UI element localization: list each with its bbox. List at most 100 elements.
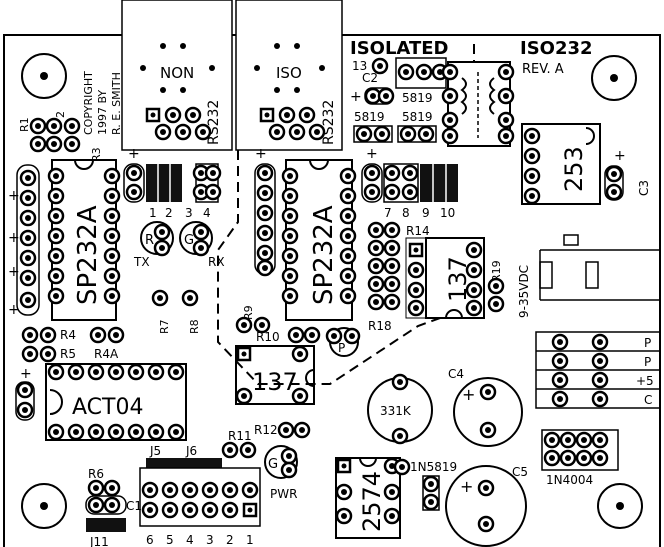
svg-text:+: + (614, 148, 626, 164)
svg-text:R: R (145, 233, 154, 248)
diode-1n4004: 1N4004 (541, 429, 619, 487)
capacitor-c4: C4 + (448, 367, 523, 447)
isolation-transformer (441, 61, 515, 147)
svg-text:RX: RX (208, 255, 225, 269)
iso232-title: ISO232 (520, 38, 593, 59)
svg-text:6: 6 (146, 533, 154, 547)
tx-led: R TX (133, 221, 174, 269)
mounting-hole-top-right (591, 55, 637, 101)
svg-text:P: P (644, 336, 651, 350)
svg-text:G: G (268, 457, 278, 472)
svg-text:P: P (644, 355, 651, 369)
r2-label: 2 (54, 111, 67, 118)
svg-text:4: 4 (186, 533, 194, 547)
svg-text:+: + (128, 146, 140, 162)
svg-text:5819: 5819 (402, 91, 433, 105)
svg-text:1N5819: 1N5819 (410, 460, 457, 474)
svg-text:G: G (184, 233, 194, 248)
svg-text:C: C (644, 393, 652, 407)
sp232a-chip-2: + SP232A (254, 146, 357, 321)
svg-text:SP232A: SP232A (309, 205, 339, 305)
opto-137-horizontal: 137 (235, 345, 315, 405)
svg-text:1: 1 (149, 206, 157, 220)
header-1-4: + 1 2 3 4 (123, 146, 222, 220)
svg-text:C5: C5 (512, 465, 528, 479)
r1-label: R1 (18, 117, 31, 132)
mounting-hole-bottom-right (597, 483, 643, 529)
svg-text:C4: C4 (448, 367, 464, 381)
svg-text:331K: 331K (380, 404, 412, 418)
svg-text:+: + (8, 188, 20, 204)
non-label: NON (160, 64, 194, 82)
svg-text:10: 10 (440, 206, 455, 220)
r3-label: R3 (90, 147, 103, 162)
svg-text:+: + (462, 385, 475, 404)
svg-text:P: P (338, 341, 345, 355)
svg-text:TX: TX (133, 255, 150, 269)
iso-label: ISO (276, 64, 302, 82)
svg-text:R. E. SMITH: R. E. SMITH (110, 72, 123, 135)
header-7-10: + 7 8 9 10 (361, 146, 458, 220)
svg-text:+5: +5 (636, 374, 654, 388)
svg-text:+: + (350, 89, 362, 105)
capacitor-c5: C5 + (445, 465, 528, 547)
iso-rs232-connector: ISO RS232 (235, 0, 343, 151)
non-rs232-connector: NON RS232 (121, 0, 233, 151)
isolation-boundary (217, 44, 475, 385)
iso-rs232-label: RS232 (321, 100, 337, 145)
svg-text:137: 137 (252, 368, 298, 396)
j5-connector: J5 J6 6 5 4 3 2 1 (139, 444, 261, 547)
reg-2574-chip: 2574 (335, 457, 401, 539)
svg-text:+: + (8, 264, 20, 280)
svg-text:R19: R19 (490, 260, 503, 282)
isolated-title: ISOLATED (350, 38, 448, 59)
svg-text:C1: C1 (126, 499, 142, 513)
svg-text:5819: 5819 (402, 110, 433, 124)
sp232a-chip-1: SP232A (47, 159, 121, 321)
svg-text:+: + (8, 230, 20, 246)
svg-text:5: 5 (166, 533, 174, 547)
svg-text:ACT04: ACT04 (72, 395, 143, 420)
left-capacitors: + + + + (8, 164, 40, 318)
svg-text:R5: R5 (60, 347, 76, 361)
mounting-hole-top-left (21, 53, 67, 99)
svg-text:1: 1 (246, 533, 254, 547)
svg-text:COPYRIGHT: COPYRIGHT (82, 71, 95, 135)
svg-text:9-35VDC: 9-35VDC (517, 265, 531, 318)
svg-text:R7: R7 (158, 319, 171, 334)
act04-chip: ACT04 (45, 363, 187, 441)
svg-text:R11: R11 (228, 429, 252, 443)
svg-text:+: + (366, 146, 378, 162)
copyright-block: COPYRIGHT 1997 BY R. E. SMITH (82, 71, 123, 135)
svg-text:R12: R12 (254, 423, 278, 437)
inductor-331k: 331K (367, 373, 433, 445)
svg-text:+: + (8, 302, 20, 318)
svg-text:+: + (255, 146, 267, 162)
svg-text:+: + (20, 366, 32, 382)
svg-text:J5: J5 (149, 444, 161, 458)
svg-text:J6: J6 (185, 444, 197, 458)
rx-led: G RX (179, 221, 225, 269)
terminal-block: P P +5 C (535, 331, 661, 409)
diode-pads-top (395, 57, 449, 89)
svg-text:4: 4 (203, 206, 211, 220)
revision-label: REV. A (522, 62, 564, 77)
svg-text:R4A: R4A (94, 347, 119, 361)
svg-text:R8: R8 (188, 319, 201, 334)
svg-text:R10: R10 (256, 330, 280, 344)
svg-text:C3: C3 (637, 180, 651, 196)
reg-253-chip: 253 (521, 123, 601, 205)
svg-text:PWR: PWR (270, 487, 297, 501)
svg-text:8: 8 (402, 206, 410, 220)
svg-text:R9: R9 (242, 305, 255, 320)
svg-text:R14: R14 (406, 224, 430, 238)
svg-text:253: 253 (560, 146, 588, 192)
pwr-led: G PWR (264, 445, 298, 501)
svg-text:R18: R18 (368, 319, 392, 333)
svg-text:13: 13 (352, 59, 367, 73)
svg-text:R4: R4 (60, 328, 76, 342)
svg-text:1N4004: 1N4004 (546, 473, 593, 487)
svg-text:3: 3 (185, 206, 193, 220)
svg-text:+: + (460, 477, 473, 496)
